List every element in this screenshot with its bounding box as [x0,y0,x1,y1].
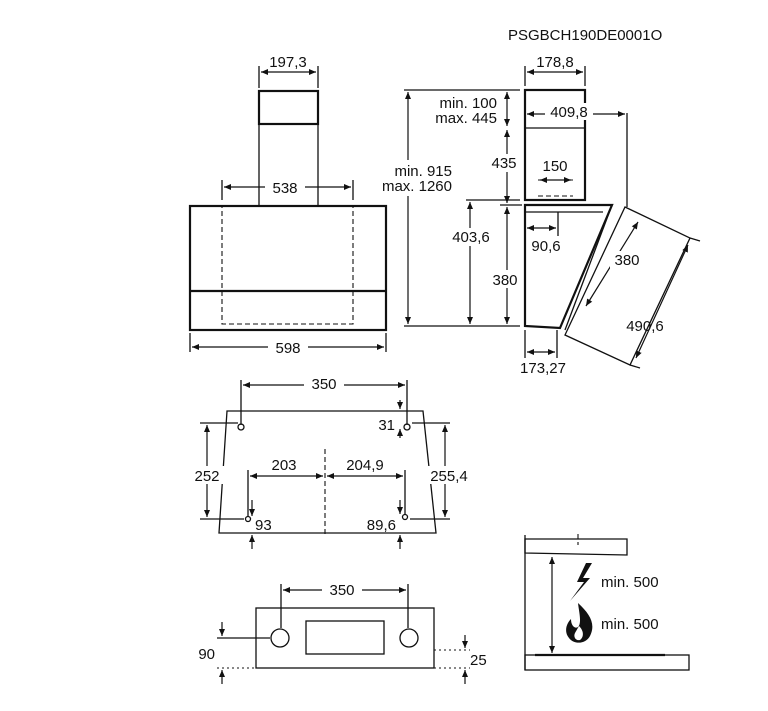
bottom-view: 350 90 25 [198,580,487,684]
hood-silhouette [524,538,628,556]
control-panel [305,620,385,655]
dim-bottom-left-depth: 90 [198,646,215,663]
dim-glass-height: 380 [492,272,517,289]
cooktop [524,654,690,671]
clearance-gas: min. 500 [601,616,659,633]
dim-outlet-offset: 90,6 [531,238,560,255]
dim-panel-length: 490,6 [626,318,664,335]
dim-chimney-width: 197,3 [269,54,307,71]
left-light [270,628,290,648]
filter-outline [221,205,354,325]
dim-bottom-depth: 173,27 [520,360,566,377]
dim-inner-width: 538 [272,180,297,197]
dim-chimney-depth: 178,8 [536,54,574,71]
dim-outlet-150: 150 [542,158,567,175]
dim-panel-height: 380 [614,252,639,269]
dim-hood-offset: 409,8 [550,104,588,121]
dim-bracket-top-span: 350 [311,376,336,393]
hood-body [188,204,388,332]
dim-height-435: 435 [491,155,516,172]
gas-flame-icon [566,603,593,643]
bracket-view: 350 31 252 255,4 203 204,9 93 89,6 [190,374,473,549]
side-view: 178,8 min. 100 max. 445 409,8 435 150 mi… [365,54,701,377]
dim-height-403: 403,6 [452,229,490,246]
dim-total-max: max. 1260 [382,178,452,195]
side-hood [523,203,614,330]
dim-bracket-left-height: 252 [194,468,219,485]
front-view: 197,3 538 598 [188,54,388,357]
dim-total-width: 598 [275,340,300,357]
right-light [399,628,419,648]
chimney-upper [257,89,320,126]
dim-bracket-left-offset: 203 [271,457,296,474]
dim-bracket-bottom-right: 89,6 [367,517,396,534]
dim-bottom-right-depth: 25 [470,652,487,669]
bottom-outline [255,607,435,669]
dim-total-min: min. 915 [394,163,452,180]
dim-bracket-right-height: 255,4 [430,468,468,485]
clearance-view: min. 500 min. 500 [524,534,690,671]
bracket-outline [218,410,437,534]
side-glass-panel [564,206,691,366]
dim-hole-top: 31 [378,417,395,434]
dim-bracket-bottom-left: 93 [255,517,272,534]
model-code: PSGBCH190DE0001O [508,27,662,44]
dim-chimney-min: min. 100 [439,95,497,112]
electric-icon [570,563,592,601]
dim-bottom-span: 350 [329,582,354,599]
dim-bracket-right-offset: 204,9 [346,457,384,474]
clearance-electric: min. 500 [601,574,659,591]
side-chimney [523,88,587,202]
dim-chimney-max: max. 445 [435,110,497,127]
